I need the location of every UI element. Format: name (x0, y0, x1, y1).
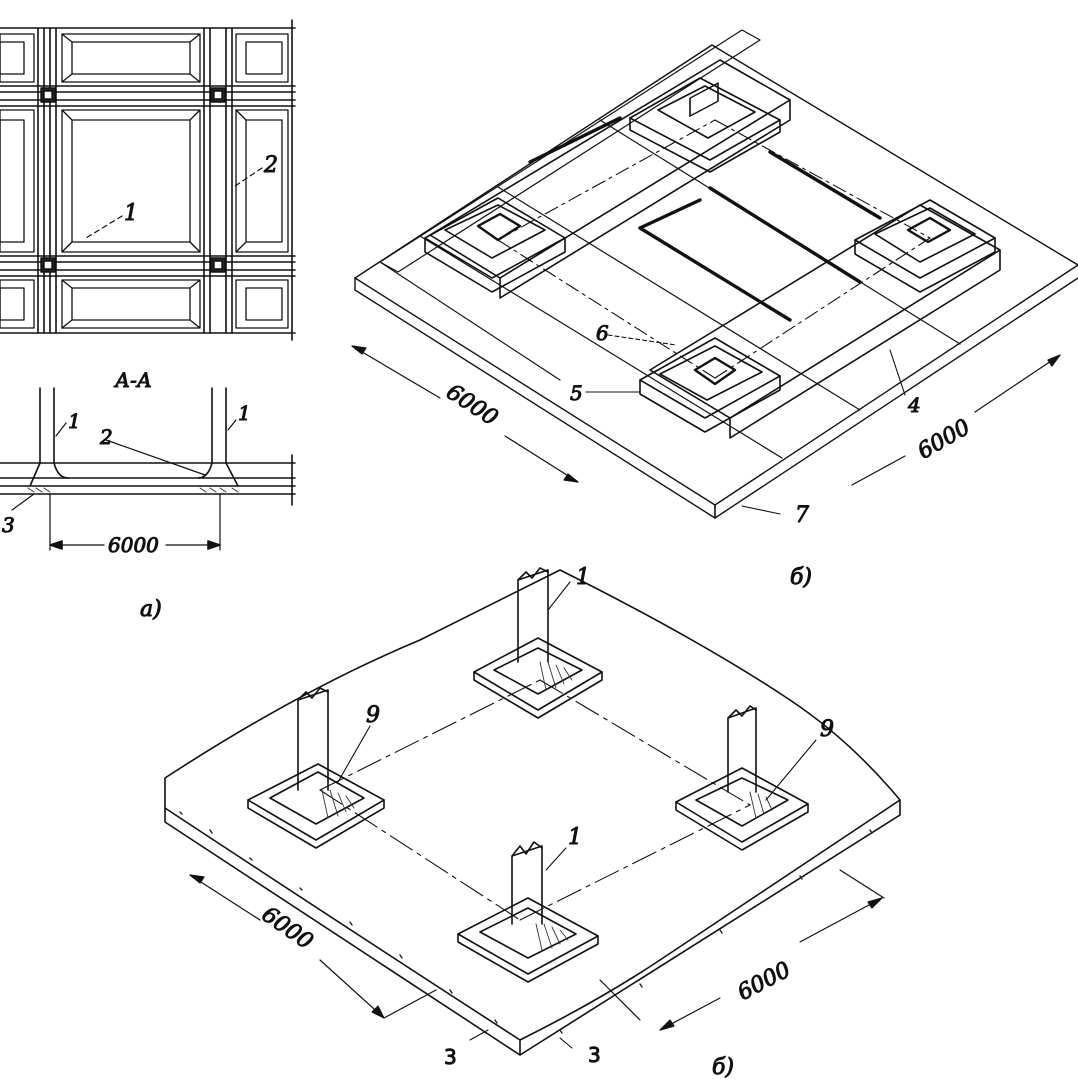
slab-callout-9-left: 9 (366, 703, 380, 728)
socket-foundation-front (639, 337, 781, 433)
slab-callout-9-right: 9 (820, 717, 834, 742)
slab-callout-1-front: 1 (568, 825, 582, 850)
panel-a-plan (0, 19, 296, 341)
beams-callout-6: 6 (596, 321, 609, 345)
beams-callout-4: 4 (907, 393, 921, 417)
caption-b-top: б) (790, 565, 812, 590)
slab-dim-left: 6000 (257, 902, 317, 955)
beams-callout-7: 7 (795, 503, 809, 528)
plan-columns (40, 87, 226, 273)
beams-dim-right: 6000 (914, 415, 975, 465)
section-callout-3: 3 (2, 513, 15, 537)
socket-foundation-right (854, 199, 996, 293)
section-callout-1-right: 1 (238, 401, 251, 425)
beam-right (649, 204, 1001, 439)
column-foundation-right (675, 705, 809, 851)
section-callout-1-left: 1 (68, 409, 81, 433)
plan-callout-1: 1 (124, 201, 138, 226)
socket-foundation-top (629, 77, 781, 173)
beams-dim-left: 6000 (442, 380, 503, 431)
slab-dim-right: 6000 (734, 957, 795, 1005)
plan-panels (0, 33, 289, 329)
beam-left (429, 59, 791, 299)
panel-b-beams (351, 29, 1078, 519)
socket-foundation-left (424, 197, 566, 293)
column-foundation-top (473, 567, 603, 719)
plan-beam-vertical-right (203, 27, 233, 334)
plan-callout-2: 2 (263, 153, 278, 178)
slab-callout-1-top: 1 (576, 565, 590, 590)
beams-callout-5: 5 (570, 381, 583, 405)
column-foundation-left (247, 687, 385, 849)
section-title: А-А (113, 368, 152, 392)
caption-b-bottom: б) (712, 1055, 734, 1080)
slab-callout-3-a: 3 (444, 1045, 457, 1069)
slab-callout-3-b: 3 (588, 1043, 601, 1067)
plan-beam-vertical-left (37, 27, 57, 334)
column-foundation-front (457, 841, 599, 983)
panel-a-section (0, 387, 296, 551)
section-callout-2: 2 (99, 425, 113, 449)
caption-a: а) (140, 597, 162, 622)
panel-b-slab (164, 567, 901, 1056)
section-dimension: 6000 (108, 533, 159, 557)
